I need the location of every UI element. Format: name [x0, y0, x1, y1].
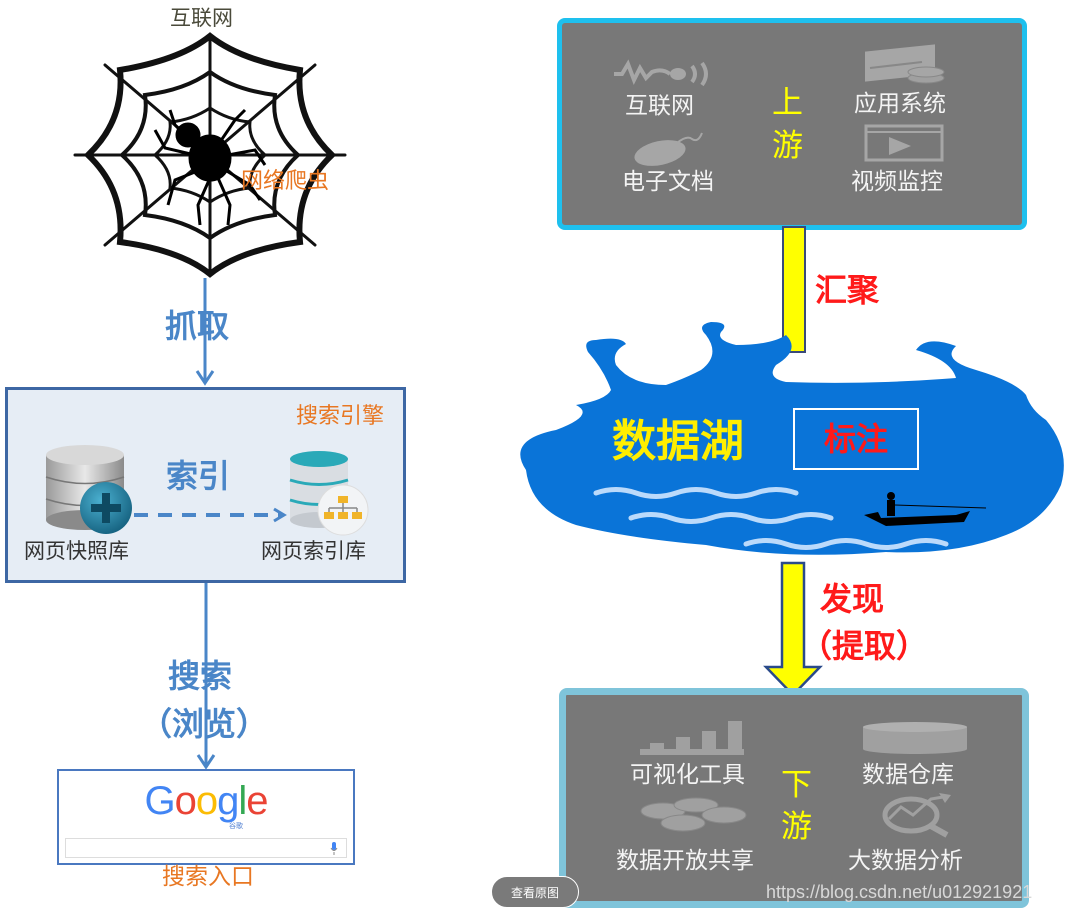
google-logo-letter: e: [246, 779, 268, 823]
downstream-label-2: 游: [781, 809, 812, 845]
google-logo-letter: o: [174, 779, 197, 823]
google-logo-letter: l: [238, 779, 247, 823]
google-search-box[interactable]: Google 谷歌: [57, 769, 355, 865]
downstream-panel: 可视化工具 数据仓库 数据开放共享 大数据分析 下 游: [559, 688, 1029, 908]
mouse-icon: [634, 132, 703, 166]
browse-label: （浏览）: [140, 705, 269, 743]
data-lake-shape: [520, 322, 1064, 555]
microphone-icon[interactable]: [330, 842, 338, 855]
downstream-item-open-data-sharing: 数据开放共享: [616, 848, 754, 874]
search-input[interactable]: [65, 838, 347, 858]
search-engine-label: 搜索引擎: [296, 404, 385, 429]
annotate-box: 标注: [793, 408, 919, 470]
upstream-item-app-systems: 应用系统: [854, 91, 946, 117]
converge-flow-bar: [782, 226, 806, 353]
search-engine-box: 搜索引擎 索引 网页快照库 网页: [5, 387, 406, 583]
crawl-arrow: [195, 278, 215, 386]
google-logo-letter: o: [195, 779, 218, 823]
index-database-icon: [289, 451, 369, 536]
upstream-label-1: 上: [772, 85, 803, 121]
data-warehouse-icon: [863, 722, 967, 754]
search-label: 搜索: [168, 657, 233, 695]
google-sub-label: 谷歌: [229, 822, 243, 830]
analytics-magnifier-icon: [882, 793, 951, 838]
watermark-url: https://blog.csdn.net/u012921921: [766, 882, 1033, 902]
google-logo-letter: G: [144, 779, 175, 823]
discover-flow-arrow: [763, 561, 823, 697]
card-coins-icon: [865, 44, 945, 84]
index-db-label: 网页索引库: [261, 539, 366, 563]
converge-label: 汇聚: [815, 271, 880, 309]
view-original-button[interactable]: 查看原图: [491, 876, 579, 908]
upstream-label-2: 游: [772, 128, 803, 164]
upstream-item-internet: 互联网: [625, 93, 694, 119]
google-logo-letter: g: [217, 779, 239, 823]
extract-label: （提取）: [800, 627, 929, 665]
search-entry-label: 搜索入口: [162, 864, 254, 890]
crawler-label: 网络爬虫: [241, 169, 330, 194]
google-logo: Google: [59, 781, 353, 821]
downstream-label-1: 下: [781, 767, 812, 803]
upstream-panel: 互联网 应用系统 电子文档 视频监控 上 游: [557, 18, 1027, 230]
discover-label: 发现: [820, 580, 885, 618]
internet-signal-icon: [614, 59, 708, 87]
open-data-discs-icon: [640, 797, 747, 832]
data-lake-label: 数据湖: [612, 416, 744, 467]
index-label: 索引: [166, 457, 231, 495]
upstream-item-video-surveillance: 视频监控: [851, 169, 943, 195]
annotate-label: 标注: [823, 420, 888, 458]
spider-web-icon: [73, 32, 347, 278]
snapshot-database-icon: [45, 445, 132, 534]
bar-chart-icon: [640, 721, 744, 755]
dashed-arrow: [134, 507, 287, 523]
downstream-item-visualization: 可视化工具: [630, 762, 745, 788]
spider-icon: [153, 108, 267, 226]
upstream-item-documents: 电子文档: [622, 169, 714, 195]
downstream-item-data-warehouse: 数据仓库: [862, 762, 954, 788]
crawl-label: 抓取: [165, 307, 230, 345]
video-player-icon: [864, 124, 944, 162]
snapshot-db-label: 网页快照库: [24, 539, 129, 563]
internet-label: 互联网: [170, 6, 233, 30]
downstream-item-big-data-analysis: 大数据分析: [848, 848, 963, 874]
fishing-boat-icon: [864, 492, 987, 526]
search-arrow: [196, 583, 216, 770]
